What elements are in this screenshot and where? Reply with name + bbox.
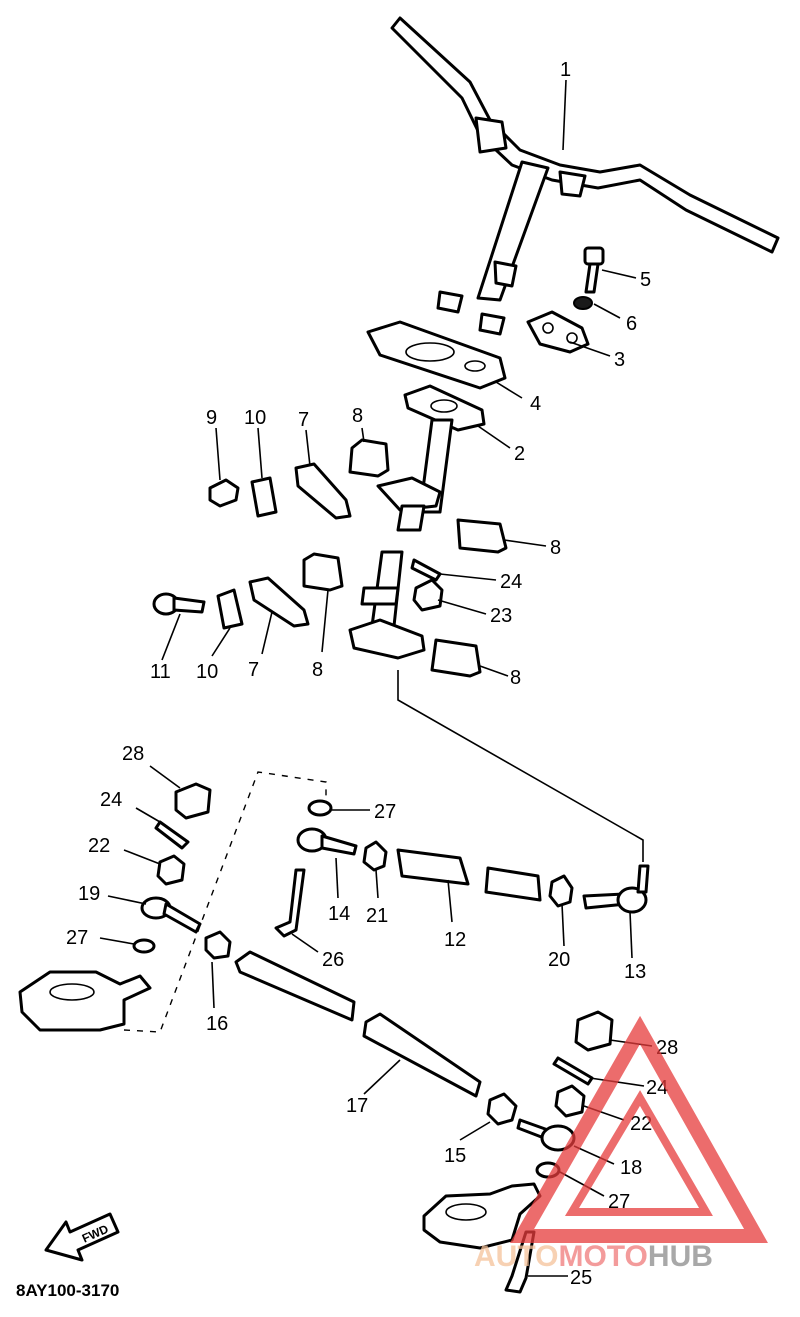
label-27-mid: 27	[374, 801, 396, 823]
label-24-left: 24	[100, 789, 122, 811]
label-14: 14	[328, 903, 350, 925]
label-5: 5	[640, 269, 651, 291]
watermark-moto: MOTO	[558, 1240, 647, 1273]
nut-23	[412, 578, 444, 612]
cap-28-right	[574, 1010, 614, 1052]
label-6: 6	[626, 313, 637, 335]
lock-nut-21	[362, 840, 388, 872]
leader-lines	[99, 79, 653, 1277]
watermark-auto: AUTO	[474, 1240, 558, 1273]
label-26: 26	[322, 949, 344, 971]
label-9: 9	[206, 407, 217, 429]
lock-plate-10-lower	[216, 588, 244, 630]
label-8-upper: 8	[352, 405, 363, 427]
tie-rod-end-18	[516, 1118, 576, 1152]
bushing-8-right-b	[430, 638, 482, 678]
label-3: 3	[614, 349, 625, 371]
label-10-lower: 10	[196, 661, 218, 683]
nut-22-left	[156, 854, 186, 886]
nut-9	[208, 478, 240, 508]
nut-16	[204, 930, 232, 960]
bushing-8-right-a	[456, 518, 508, 554]
label-24-upper: 24	[500, 571, 522, 593]
label-28-left: 28	[122, 743, 144, 765]
lock-plate-10-upper	[250, 476, 278, 518]
diagram-code: 8AY100-3170	[16, 1281, 119, 1300]
watermark-logo: AUTOMOTOHUB	[474, 1015, 768, 1273]
cap-27-left	[132, 938, 156, 954]
tie-rod-end-13	[582, 864, 650, 914]
washer-6	[573, 296, 593, 310]
lower-column-shaft	[348, 550, 426, 660]
nut-15	[486, 1092, 518, 1126]
label-15: 15	[444, 1145, 466, 1167]
label-10-upper: 10	[244, 407, 266, 429]
shaft-17	[362, 1012, 482, 1098]
bushing-8-upper	[348, 438, 390, 478]
watermark-text: AUTOMOTOHUB	[474, 1240, 713, 1273]
clamp-7-upper	[294, 462, 352, 520]
clamp-3	[526, 310, 590, 354]
label-19: 19	[78, 883, 100, 905]
steering-knuckle-left	[18, 970, 152, 1032]
upper-plate-4	[366, 320, 507, 390]
label-8-right-a: 8	[550, 537, 561, 559]
part-number-labels: 1 5 6 3 4 2 8 9 10 7 8 24 23 8 11 10 7 8…	[66, 59, 678, 1289]
watermark-hub: HUB	[648, 1240, 713, 1273]
label-21: 21	[366, 905, 388, 927]
bushing-8-left	[302, 552, 344, 592]
tie-rod-12	[396, 848, 470, 886]
bolt-5	[583, 246, 605, 294]
label-28-right: 28	[656, 1037, 678, 1059]
label-1: 1	[560, 59, 571, 81]
label-8-right-b: 8	[510, 667, 521, 689]
clamp-7-lower	[248, 576, 310, 628]
tie-rod-end-19	[140, 896, 202, 934]
label-12: 12	[444, 929, 466, 951]
label-20: 20	[548, 949, 570, 971]
label-25: 25	[570, 1267, 592, 1289]
shaft-16	[234, 950, 356, 1022]
handlebar	[390, 16, 780, 336]
tie-rod-end-14	[296, 827, 358, 856]
label-4: 4	[530, 393, 541, 415]
label-22-left: 22	[88, 835, 110, 857]
label-8-left: 8	[312, 659, 323, 681]
label-7-upper: 7	[298, 409, 309, 431]
label-2: 2	[514, 443, 525, 465]
label-23: 23	[490, 605, 512, 627]
label-13: 13	[624, 961, 646, 983]
tie-rod-12-b	[484, 866, 542, 902]
steering-knuckle-right	[422, 1182, 542, 1250]
nut-22-right	[554, 1084, 586, 1118]
label-16: 16	[206, 1013, 228, 1035]
lock-nut-20	[548, 874, 574, 908]
watermark-triangle	[509, 1015, 768, 1243]
cotter-pin-24-right	[552, 1056, 594, 1086]
cotter-pin-24-left	[154, 820, 190, 850]
steering-column-2	[376, 384, 486, 532]
label-18: 18	[620, 1157, 642, 1179]
label-27-left: 27	[66, 927, 88, 949]
label-22-right: 22	[630, 1113, 652, 1135]
cotter-pin-24-upper	[410, 558, 442, 582]
label-17: 17	[346, 1095, 368, 1117]
cap-27-mid	[307, 799, 333, 817]
label-27-right: 27	[608, 1191, 630, 1213]
label-7-lower: 7	[248, 659, 259, 681]
label-11: 11	[150, 661, 171, 683]
bolt-26	[274, 868, 306, 938]
cap-28-left	[174, 782, 212, 820]
fwd-arrow: FWD	[44, 1212, 120, 1262]
bolt-11	[152, 592, 206, 616]
